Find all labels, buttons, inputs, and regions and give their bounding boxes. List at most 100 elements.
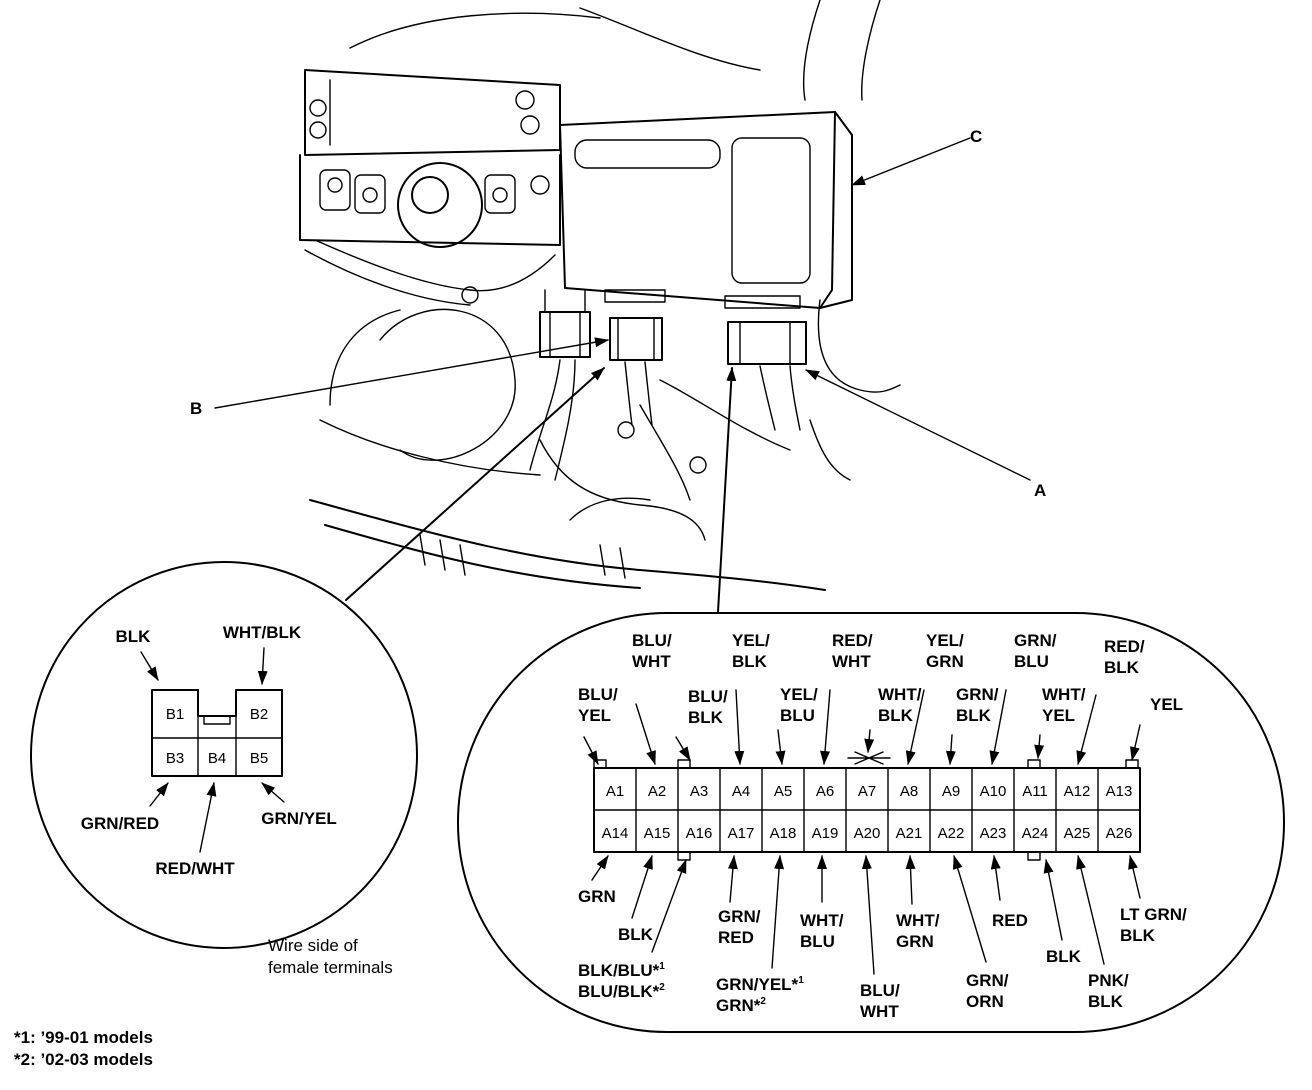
- wire-label-a1-line1: BLU/: [578, 685, 618, 704]
- wire-label-a4-line2: BLK: [732, 652, 768, 671]
- wire-label-b1: BLK: [116, 627, 152, 646]
- pin-a25: A25: [1064, 825, 1091, 842]
- wire-label-a7-line1: WHT/: [878, 685, 922, 704]
- pin-a21: A21: [896, 825, 923, 842]
- pin-a2: A2: [648, 783, 666, 800]
- wire-label-a17-line2: RED: [718, 928, 754, 947]
- wire-label-a26-line1: LT GRN/: [1120, 905, 1187, 924]
- connector-a-detail-outline: [457, 612, 1285, 1033]
- pin-b3: B3: [166, 750, 184, 767]
- wire-label-a12-line1: RED/: [1104, 637, 1145, 656]
- wire-arrow-a4: [734, 689, 745, 765]
- pin-b5: B5: [250, 750, 268, 767]
- wire-label-a20-line1: BLU/: [860, 981, 900, 1000]
- wire-arrow-a22: [952, 855, 987, 963]
- wire-side-caption-line2: female terminals: [268, 958, 393, 977]
- wire-label-a18-line1: GRN/YEL*1: [716, 975, 804, 994]
- connector-b-detail: B1 B2 B3 B4 B5 BLK WHT/BLK GRN/RED RED/W…: [30, 561, 418, 949]
- wire-label-a9-line1: GRN/: [956, 685, 999, 704]
- detail-a-leader: [717, 367, 737, 613]
- wire-label-a5-line1: YEL/: [780, 685, 818, 704]
- pin-b2: B2: [250, 706, 268, 723]
- vehicle-underdash-illustration: [299, 0, 901, 591]
- wire-label-a24: BLK: [1046, 947, 1082, 966]
- pin-a5: A5: [774, 783, 792, 800]
- wire-label-a1-line2: YEL: [578, 706, 611, 725]
- wire-label-a15: BLK: [618, 925, 654, 944]
- pin-a17: A17: [728, 825, 755, 842]
- wire-label-a25-line1: PNK/: [1088, 971, 1129, 990]
- wire-label-a16-line1: BLK/BLU*1: [578, 961, 665, 980]
- callout-b-leader: [214, 337, 609, 409]
- pin-a26: A26: [1106, 825, 1133, 842]
- wire-arrow-a16: [651, 859, 687, 953]
- wire-arrow-a23: [990, 855, 1001, 901]
- footnote-mark: 1: [798, 975, 804, 986]
- wire-label-a25-line2: BLK: [1088, 992, 1124, 1011]
- wire-label-a26-line2: BLK: [1120, 926, 1156, 945]
- wire-arrow-a21: [905, 855, 916, 905]
- pin-a16: A16: [686, 825, 713, 842]
- wire-arrow-a26: [1128, 855, 1141, 899]
- pin-b4: B4: [208, 750, 226, 767]
- wire-label-a6-line1: RED/: [832, 631, 873, 650]
- wire-label-a3-line1: BLU/: [688, 687, 728, 706]
- wire-label-a10-line2: BLU: [1014, 652, 1049, 671]
- wire-label-a20-line2: WHT: [860, 1002, 899, 1021]
- wire-arrow-a10: [989, 689, 1007, 765]
- wire-arrow-a18: [771, 855, 785, 969]
- wire-label-a11-line1: WHT/: [1042, 685, 1086, 704]
- wire-label-a22-line2: ORN: [966, 992, 1004, 1011]
- pin-a7: A7: [858, 783, 876, 800]
- wire-label-b4: RED/WHT: [155, 859, 235, 878]
- pin-a22: A22: [938, 825, 965, 842]
- pin-a8: A8: [900, 783, 918, 800]
- footnote-mark: 1: [659, 961, 665, 972]
- callout-a-leader: [805, 369, 1031, 481]
- wire-arrow-a1: [583, 736, 599, 765]
- wire-label-a3-line2: BLK: [688, 708, 724, 727]
- connector-b-housing: [151, 689, 283, 777]
- pin-b1: B1: [166, 706, 184, 723]
- wire-arrow-a7: [864, 729, 875, 753]
- wire-arrow-a6: [820, 689, 831, 765]
- wire-label-a22-line1: GRN/: [966, 971, 1009, 990]
- connector-a-wire-labels: BLU/YEL BLU/WHT BLU/BLK YEL/BLK YEL/BLU RED/W…: [578, 631, 1187, 1021]
- wire-label-a7-line2: BLK: [878, 706, 914, 725]
- wire-arrow-a3: [675, 736, 691, 761]
- wire-arrow-a20: [861, 855, 875, 975]
- wire-arrow-a9: [945, 734, 956, 765]
- pin-a6: A6: [816, 783, 834, 800]
- detail-b-leader: [345, 367, 605, 601]
- wire-label-a5-line2: BLU: [780, 706, 815, 725]
- wire-arrow-a11: [1034, 734, 1045, 759]
- wire-label-a16-line2: BLU/BLK*2: [578, 982, 665, 1001]
- wire-label-a19-line1: WHT/: [800, 911, 844, 930]
- pin-a19: A19: [812, 825, 839, 842]
- callout-a-label: A: [1034, 481, 1046, 500]
- pin-a24: A24: [1022, 825, 1049, 842]
- wire-label-a17-line1: GRN/: [718, 907, 761, 926]
- pin-a15: A15: [644, 825, 671, 842]
- wire-arrow-a2: [635, 703, 656, 765]
- wire-label-a2-line2: WHT: [632, 652, 671, 671]
- wire-label-a9-line2: BLK: [956, 706, 992, 725]
- pin-a20: A20: [854, 825, 881, 842]
- footnote-1: *1: ’99-01 models: [14, 1028, 153, 1047]
- connector-b-detail-circle: [30, 561, 418, 949]
- pin-a4: A4: [732, 783, 750, 800]
- pin-a3: A3: [690, 783, 708, 800]
- wire-label-a10-line1: GRN/: [1014, 631, 1057, 650]
- pin-a13: A13: [1106, 783, 1133, 800]
- wire-label-a8-line1: YEL/: [926, 631, 964, 650]
- wire-side-caption-line1: Wire side of: [268, 936, 358, 955]
- wire-label-a13: YEL: [1150, 695, 1183, 714]
- wire-label-a11-line2: YEL: [1042, 706, 1075, 725]
- pin-a11: A11: [1022, 783, 1048, 800]
- pin-a12: A12: [1064, 783, 1091, 800]
- wire-arrow-a8: [905, 689, 925, 765]
- wire-arrow-a13: [1130, 724, 1141, 761]
